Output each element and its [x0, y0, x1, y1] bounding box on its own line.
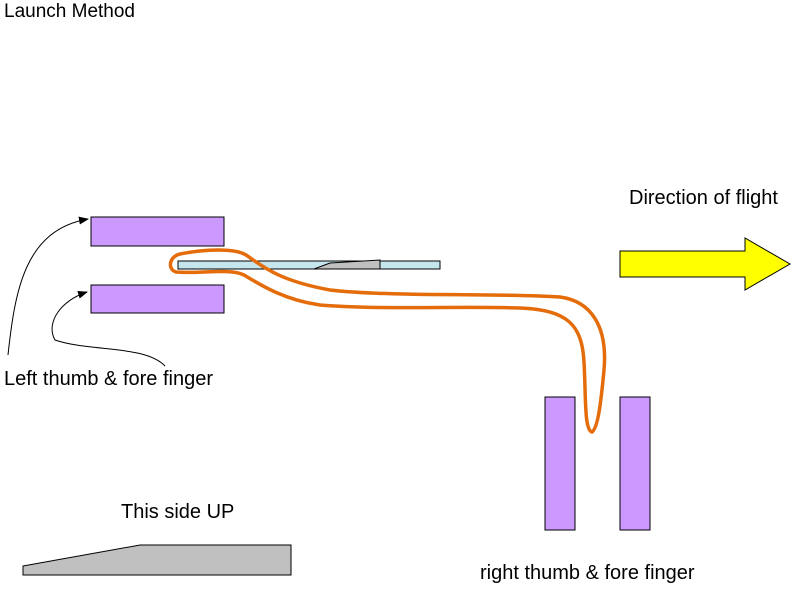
pointer-to-lower-finger [51, 290, 166, 367]
glider-wing [313, 259, 381, 270]
this-side-up-label: This side UP [121, 501, 235, 523]
rubber-band [168, 248, 607, 434]
left-lower-finger [90, 284, 225, 314]
direction-of-flight-label: Direction of flight [629, 187, 778, 209]
right-thumb [544, 396, 576, 531]
left-upper-finger [90, 216, 225, 247]
direction-arrow [619, 237, 791, 291]
diagram-title: Launch Method [4, 1, 135, 22]
left-hand-label: Left thumb & fore finger [4, 368, 214, 390]
right-fore-finger [619, 396, 651, 531]
right-hand-label: right thumb & fore finger [480, 562, 695, 584]
glider-body [177, 260, 441, 270]
this-side-up-profile [22, 544, 292, 576]
pointer-to-upper-finger [7, 216, 89, 356]
